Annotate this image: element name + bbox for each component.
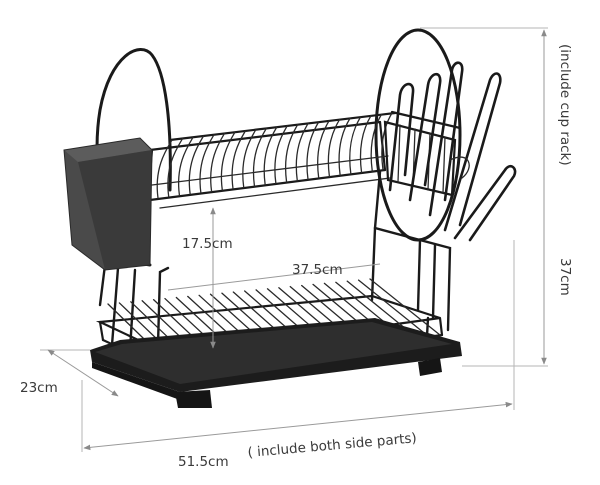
wire-divider bbox=[381, 112, 393, 171]
height-note: (include cup rack) bbox=[557, 44, 573, 166]
wire-divider bbox=[199, 134, 215, 194]
wire-divider bbox=[167, 138, 184, 198]
dish-rack bbox=[63, 28, 517, 408]
wire-divider bbox=[188, 135, 205, 195]
upper-rack bbox=[146, 111, 397, 209]
inner-width-label: 37.5cm bbox=[292, 262, 343, 278]
wire-divider bbox=[263, 126, 278, 186]
upper-rack-dividers bbox=[156, 112, 393, 199]
depth-label: 23cm bbox=[20, 380, 58, 396]
shelf-gap-label: 17.5cm bbox=[182, 236, 233, 252]
total-width-note: ( include both side parts) bbox=[247, 430, 417, 461]
drip-tray bbox=[90, 318, 462, 408]
wire-divider bbox=[306, 121, 320, 180]
wire-divider bbox=[317, 120, 330, 179]
total-width-label: 51.5cm bbox=[178, 454, 229, 470]
wire-divider bbox=[349, 116, 362, 175]
total-width-arrow bbox=[83, 401, 513, 451]
wire-divider bbox=[156, 139, 173, 199]
wire-divider bbox=[220, 131, 236, 191]
height-label: 37cm bbox=[557, 258, 573, 296]
utensil-holder bbox=[63, 137, 153, 271]
cup-rack bbox=[383, 61, 517, 242]
depth-arrow bbox=[47, 349, 119, 397]
wire-divider bbox=[210, 132, 226, 192]
frame-uprights bbox=[98, 170, 452, 374]
wire-divider bbox=[231, 130, 246, 190]
wire-divider bbox=[359, 114, 372, 174]
inner-width-line bbox=[167, 263, 381, 291]
wire-divider bbox=[327, 118, 341, 178]
wire-divider bbox=[177, 136, 194, 196]
wire-divider bbox=[338, 117, 351, 176]
wire-divider bbox=[369, 278, 441, 336]
wire-divider bbox=[252, 127, 267, 187]
wire-divider bbox=[285, 123, 299, 183]
wire-divider bbox=[274, 125, 288, 184]
wire-divider bbox=[295, 122, 309, 182]
wire-divider bbox=[370, 113, 383, 172]
wire-divider bbox=[357, 279, 430, 338]
wire-divider bbox=[242, 129, 257, 188]
right-plate-ring bbox=[374, 28, 462, 242]
